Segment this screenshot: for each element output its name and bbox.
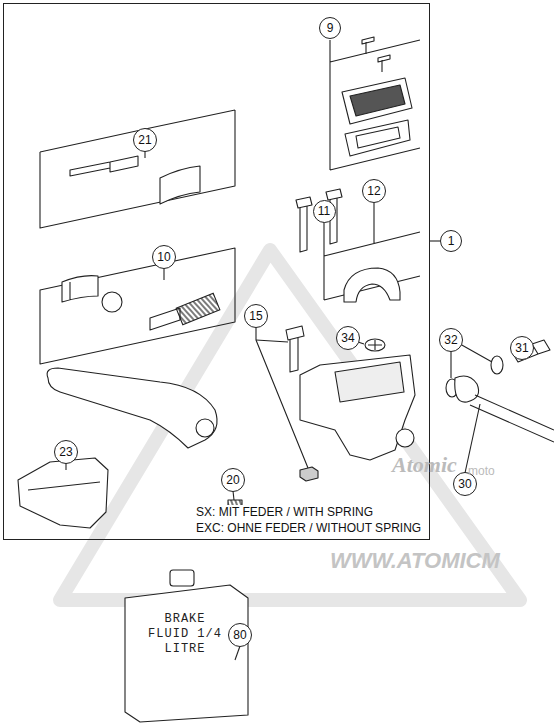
variant-note: EXC: OHNE FEDER / WITHOUT SPRING (196, 521, 421, 536)
callout-circle: 1 (440, 230, 462, 252)
callout-circle: 31 (510, 336, 534, 360)
callout-number: 1 (448, 235, 455, 247)
callout-circle: 11 (313, 200, 336, 223)
callout-circle: 34 (336, 326, 360, 350)
callout-circle: 80 (228, 623, 252, 647)
assembly-frame: SX: MIT FEDER / WITH SPRINGEXC: OHNE FED… (3, 3, 430, 540)
watermark: WWW.ATOMICM (330, 548, 500, 574)
callout-number: 31 (515, 342, 528, 354)
callout-number: 9 (327, 22, 334, 34)
callout-circle: 10 (152, 245, 176, 269)
callout-number: 21 (138, 134, 151, 146)
callout-number: 11 (318, 205, 330, 217)
callout-circle: 21 (133, 128, 157, 152)
callout-number: 30 (458, 478, 471, 490)
callout-number: 34 (341, 332, 354, 344)
can-label: BRAKE FLUID 1/4 LITRE (140, 612, 230, 657)
callout-circle: 12 (362, 179, 386, 203)
callout-number: 23 (59, 446, 72, 458)
callout-number: 10 (157, 251, 170, 263)
callout-circle: 15 (244, 304, 268, 328)
variant-note: SX: MIT FEDER / WITH SPRING (196, 505, 373, 520)
watermark: Atomic (392, 452, 457, 478)
callout-number: 32 (444, 334, 457, 346)
watermark: moto (468, 464, 495, 478)
callout-circle: 23 (54, 440, 78, 464)
callout-circle: 32 (439, 328, 463, 352)
callout-circle: 9 (319, 17, 341, 39)
callout-number: 15 (249, 310, 262, 322)
callout-number: 12 (367, 185, 380, 197)
callout-circle: 20 (221, 468, 245, 492)
callout-number: 80 (233, 629, 246, 641)
callout-number: 20 (226, 474, 239, 486)
